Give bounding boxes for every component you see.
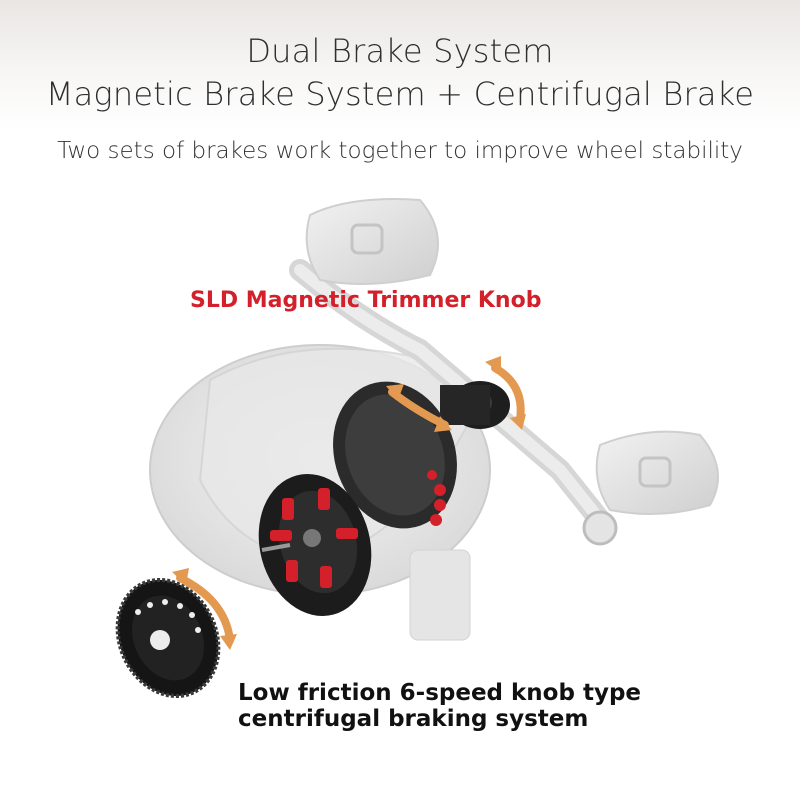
header-background — [0, 0, 800, 130]
rotation-arrow-icon — [386, 384, 452, 432]
subtitle: Two sets of brakes work together to impr… — [57, 138, 743, 164]
rotation-arrow-icon — [485, 356, 526, 430]
centrifugal-brake-label-line-1: Low friction 6-speed knob type — [238, 680, 642, 706]
title-line-2: Magnetic Brake System + Centrifugal Brak… — [45, 75, 755, 113]
title-line-1: Dual Brake System — [246, 32, 554, 70]
upper-handle-knob — [305, 198, 439, 285]
rotation-arrow-icon — [172, 568, 237, 650]
centrifugal-brake-label-line-2: centrifugal braking system — [238, 706, 589, 732]
centrifugal-spool — [258, 474, 372, 616]
centrifugal-brake-label: Low friction 6-speed knob type centrifug… — [238, 680, 658, 732]
magnetic-knob-label: SLD Magnetic Trimmer Knob — [190, 288, 542, 313]
lower-handle-knob — [595, 430, 719, 515]
reel-handle — [289, 198, 719, 546]
centrifugal-dial — [115, 577, 221, 699]
